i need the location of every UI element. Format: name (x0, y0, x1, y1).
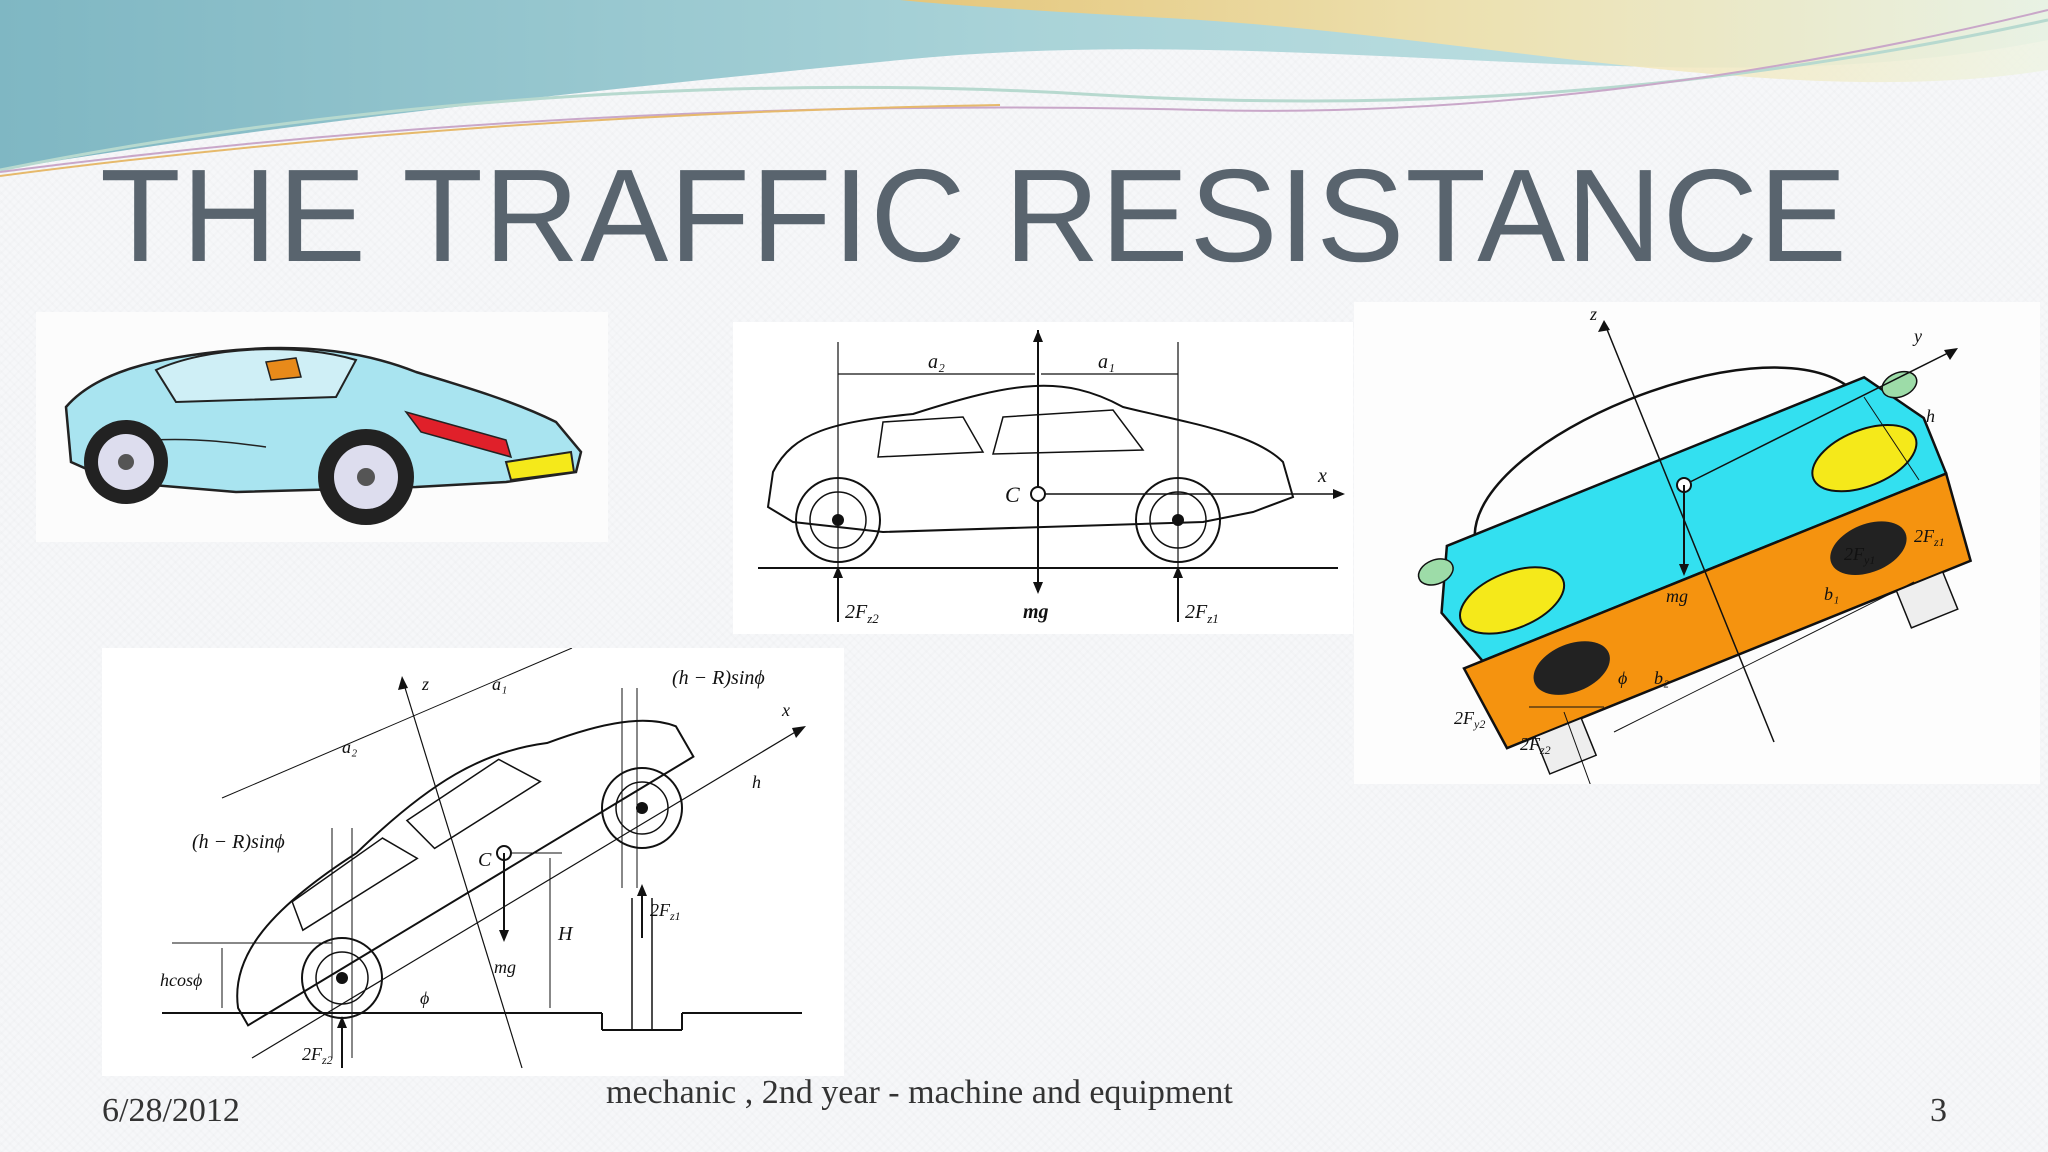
label-fy2: 2Fy2 (1454, 708, 1485, 731)
label-fy1: 2Fy1 (1844, 544, 1875, 567)
footer-date: 6/28/2012 (102, 1092, 240, 1129)
label-h: h (752, 772, 761, 792)
label-b1: b₁ (1824, 584, 1839, 604)
label-h: h (1926, 406, 1935, 426)
label-z: z (1589, 304, 1597, 324)
label-hcos: hcosϕ (160, 970, 202, 990)
label-z: z (421, 674, 429, 694)
footer-course: mechanic , 2nd year - machine and equipm… (606, 1074, 1233, 1111)
label-c: C (478, 849, 492, 871)
side-view-force-diagram: a₂ a₁ C x 2Fz2 mg 2Fz1 (733, 322, 1353, 634)
label-fz1: 2Fz1 (650, 900, 681, 923)
label-hr-left: (h − R)sinϕ (192, 831, 285, 853)
label-a1: a₁ (1098, 351, 1115, 373)
label-fz2: 2Fz2 (302, 1044, 333, 1067)
label-a2: a₂ (342, 737, 357, 757)
label-f-front: 2Fz1 (1185, 601, 1219, 626)
label-mg: mg (1666, 586, 1688, 606)
label-fz2: 2Fz2 (1520, 734, 1551, 757)
label-fz1: 2Fz1 (1914, 526, 1945, 549)
label-phi: ϕ (420, 988, 429, 1008)
header-swoosh-decoration (0, 0, 2048, 177)
slide-number: 3 (1930, 1092, 1947, 1129)
label-a1: a₁ (492, 674, 507, 694)
label-a2: a₂ (928, 351, 945, 373)
label-x: x (1317, 465, 1327, 487)
label-b2: b₂ (1654, 668, 1669, 688)
label-weight: mg (1023, 601, 1049, 623)
label-h-cap: H (557, 923, 574, 945)
label-mg: mg (494, 957, 516, 977)
slide-title: THE TRAFFIC RESISTANCE (100, 142, 1848, 289)
label-x: x (781, 700, 790, 720)
front-view-tilted-diagram: z y h mg 2Fy1 2Fz1 b₁ b₂ ϕ 2Fy2 2Fz2 (1354, 302, 2040, 784)
label-phi: ϕ (1618, 668, 1627, 688)
label-y: y (1912, 326, 1922, 346)
label-c: C (1005, 482, 1020, 507)
incline-force-diagram: a₁ a₂ z x h (h − R)sinϕ (h − R)sinϕ C H … (102, 648, 844, 1076)
label-f-rear: 2Fz2 (845, 601, 879, 626)
label-hr-top: (h − R)sinϕ (672, 667, 765, 689)
car-3d-illustration (36, 312, 608, 542)
